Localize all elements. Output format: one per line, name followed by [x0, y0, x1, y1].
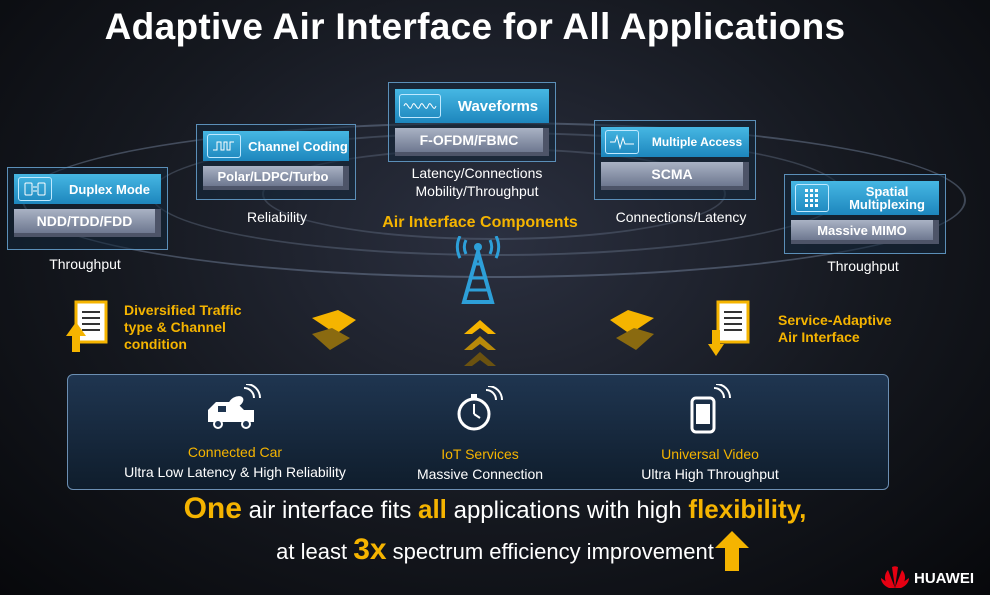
component-caption-line2: Mobility/Throughput — [415, 183, 539, 199]
component-subtitle: SCMA — [601, 162, 749, 190]
highlight-all: all — [418, 494, 447, 524]
right-note-line: Air Interface — [778, 329, 860, 345]
center-label: Air Interface Components — [382, 214, 578, 231]
component-caption: Latency/Connections — [411, 165, 543, 181]
component-header: Waveforms — [395, 89, 549, 123]
left-note: Diversified Traffic type & Channel condi… — [124, 302, 242, 353]
huawei-logo-icon — [880, 566, 910, 590]
arrow-up-icon — [463, 318, 497, 370]
summary-text: at least — [276, 539, 354, 564]
applications-panel — [67, 374, 889, 490]
component-waveforms: Waveforms F-OFDM/FBMC — [388, 82, 556, 162]
app-universal-video: Universal Video Ultra High Throughput — [600, 446, 820, 482]
component-label-line2: Multiplexing — [849, 197, 925, 212]
component-subtitle: Polar/LDPC/Turbo — [203, 166, 349, 190]
arrow-left-icon — [604, 306, 658, 350]
antenna-grid-icon — [795, 184, 829, 212]
component-duplex-mode: Duplex Mode NDD/TDD/FDD — [7, 167, 168, 250]
component-subtitle: NDD/TDD/FDD — [14, 209, 161, 237]
component-subtitle: F-OFDM/FBMC — [395, 128, 549, 156]
component-multiple-access: Multiple Access SCMA — [594, 120, 756, 200]
component-label: Spatial Multiplexing — [835, 185, 939, 211]
app-iot-services: IoT Services Massive Connection — [370, 446, 590, 482]
component-header: Multiple Access — [601, 127, 749, 157]
highlight-one: One — [183, 492, 242, 525]
traffic-document-icon — [64, 300, 112, 356]
page-title: Adaptive Air Interface for All Applicati… — [104, 6, 846, 47]
app-title: Universal Video — [661, 446, 759, 462]
summary-text: applications with high — [446, 497, 689, 524]
app-title: Connected Car — [187, 444, 283, 460]
summary-text: spectrum efficiency improvement — [386, 539, 714, 564]
component-caption: Throughput — [49, 256, 121, 272]
app-description: Ultra Low Latency & High Reliability — [124, 464, 346, 480]
component-header: Duplex Mode — [14, 174, 161, 204]
component-channel-coding: Channel Coding Polar/LDPC/Turbo — [196, 124, 356, 200]
component-caption: Reliability — [247, 209, 307, 225]
component-header: Spatial Multiplexing — [791, 181, 939, 215]
app-description: Ultra High Throughput — [641, 466, 779, 482]
component-label: Duplex Mode — [69, 181, 150, 197]
highlight-flexibility: flexibility, — [688, 494, 807, 524]
component-label: Waveforms — [457, 97, 539, 115]
component-spatial-multiplexing: Spatial Multiplexing Massive MIMO — [784, 174, 946, 254]
highlight-3x: 3x — [353, 533, 387, 566]
phone-icon — [686, 383, 736, 434]
right-note: Service-Adaptive Air Interface — [778, 312, 892, 346]
left-note-line: condition — [124, 336, 187, 352]
car-icon — [204, 383, 264, 430]
channel-coding-icon — [207, 134, 241, 158]
component-subtitle: Massive MIMO — [791, 220, 939, 244]
app-description: Massive Connection — [416, 466, 544, 482]
left-note-line: type & Channel — [124, 319, 226, 335]
component-label: Channel Coding — [248, 138, 348, 154]
right-note-line: Service-Adaptive — [778, 312, 892, 328]
component-label: Multiple Access — [651, 134, 743, 149]
summary-line-1: One air interface fits all applications … — [0, 492, 990, 526]
app-title: IoT Services — [441, 446, 519, 462]
component-label-line1: Spatial — [865, 184, 909, 199]
app-connected-car: Connected Car Ultra Low Latency & High R… — [100, 444, 370, 480]
summary-text: air interface fits — [241, 497, 418, 524]
left-note-line: Diversified Traffic — [124, 302, 242, 318]
service-document-icon — [708, 300, 756, 358]
cell-tower-icon — [448, 235, 508, 306]
component-header: Channel Coding — [203, 131, 349, 161]
waveform-icon — [399, 94, 441, 118]
brand-name: HUAWEI — [914, 570, 974, 587]
arrow-right-icon — [308, 306, 362, 350]
summary-line-2: at least 3x spectrum efficiency improvem… — [0, 533, 990, 567]
multiple-access-icon — [605, 130, 639, 154]
component-caption: Connections/Latency — [615, 209, 747, 225]
component-caption: Throughput — [827, 258, 899, 274]
stopwatch-icon — [450, 385, 506, 432]
duplex-phone-icon — [18, 177, 52, 201]
improvement-up-arrow-icon — [714, 530, 750, 572]
